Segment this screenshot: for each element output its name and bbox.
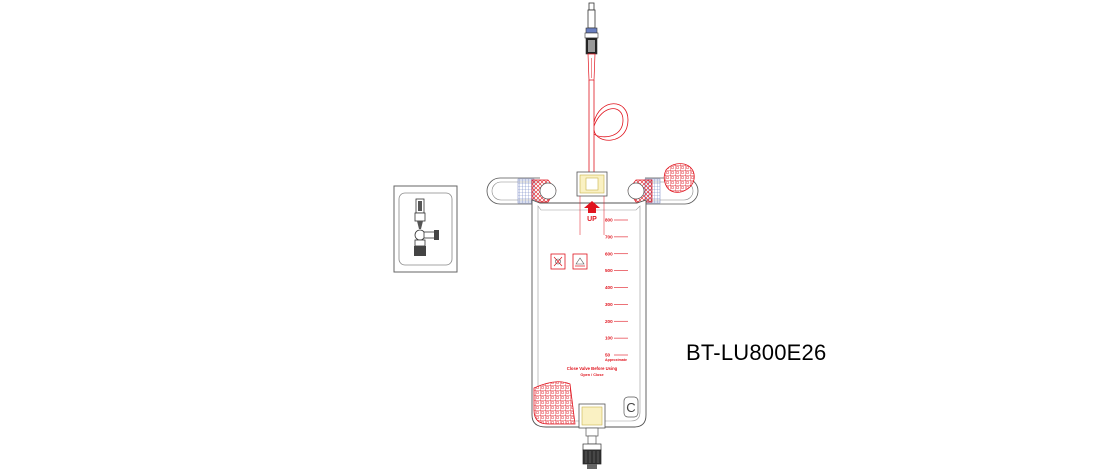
model-code: BT-LU800E26 bbox=[686, 340, 827, 365]
bag-body bbox=[531, 196, 647, 429]
scale-label: 300 bbox=[605, 302, 613, 307]
scale-label: 700 bbox=[605, 234, 613, 239]
scale-label: 100 bbox=[605, 336, 613, 341]
no-reuse-icon bbox=[553, 256, 563, 267]
warning-pictograms bbox=[550, 253, 588, 270]
approximate-label: Approximate bbox=[605, 358, 627, 362]
instruction-line-1: Close Valve Before Using bbox=[567, 366, 618, 371]
scale-label: 200 bbox=[605, 319, 613, 324]
scale-label: 600 bbox=[605, 251, 613, 256]
valve-detail-inset bbox=[393, 185, 458, 273]
up-arrow-icon bbox=[584, 201, 600, 213]
outlet-symbol: C bbox=[626, 400, 635, 415]
scale-label: 800 bbox=[605, 218, 613, 223]
volume-scale: 800 700 600 500 400 300 200 100 50 bbox=[605, 218, 628, 358]
scale-label: 50 bbox=[605, 353, 611, 358]
sterile-icon bbox=[575, 257, 585, 265]
up-label: UP bbox=[587, 216, 597, 223]
bag-hanger-bar bbox=[486, 163, 699, 205]
inlet-tube-assembly bbox=[584, 2, 629, 172]
drain-valve bbox=[582, 427, 602, 469]
scale-label: 500 bbox=[605, 268, 613, 273]
instruction-line-2: Open / Close bbox=[580, 373, 603, 377]
scale-label: 400 bbox=[605, 285, 613, 290]
